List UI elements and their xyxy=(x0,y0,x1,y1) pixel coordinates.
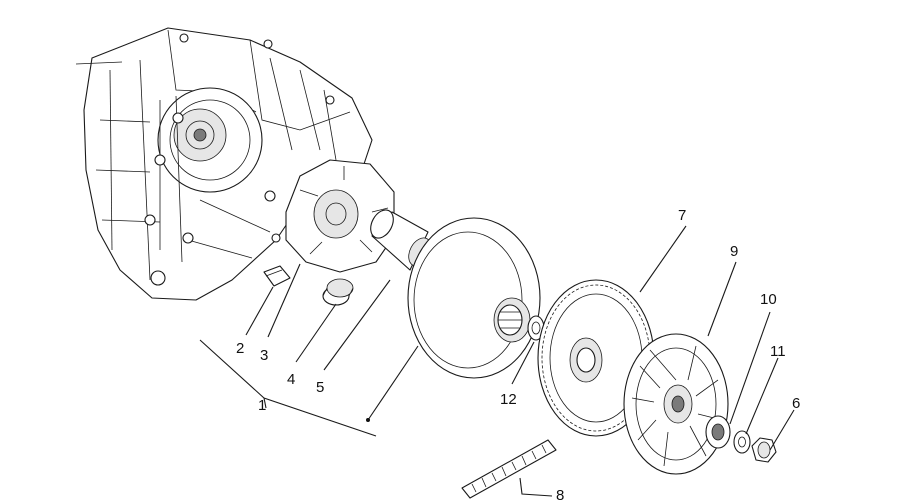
part-12-washer xyxy=(527,315,545,341)
crankcase-housing xyxy=(75,27,373,301)
callout-11: 11 xyxy=(770,343,786,360)
callout-10: 10 xyxy=(760,291,777,308)
leader-lines xyxy=(199,225,795,497)
callout-3: 3 xyxy=(260,347,268,364)
part-4-roller-weight xyxy=(322,278,354,306)
callout-5: 5 xyxy=(316,379,324,396)
part-6-nut xyxy=(751,437,777,463)
callout-7: 7 xyxy=(678,207,686,224)
callout-2: 2 xyxy=(236,340,244,357)
callout-1: 1 xyxy=(258,397,266,414)
callout-9: 9 xyxy=(730,243,738,260)
leader-dot xyxy=(366,418,370,422)
part-10-bearing xyxy=(705,415,731,449)
part-2-slider xyxy=(263,265,291,287)
callout-12: 12 xyxy=(500,391,517,408)
part-8-drive-belt xyxy=(461,439,557,499)
part-11-washer xyxy=(733,430,751,454)
part-3-ramp-plate xyxy=(285,159,395,273)
callout-labels: 2 3 4 5 1 12 7 9 10 11 6 8 xyxy=(236,207,800,504)
part-9-fan-pulley xyxy=(623,333,729,475)
pulley-half-disc xyxy=(407,217,541,379)
callout-4: 4 xyxy=(287,371,295,388)
callout-8: 8 xyxy=(556,487,564,504)
callout-6: 6 xyxy=(792,395,800,412)
